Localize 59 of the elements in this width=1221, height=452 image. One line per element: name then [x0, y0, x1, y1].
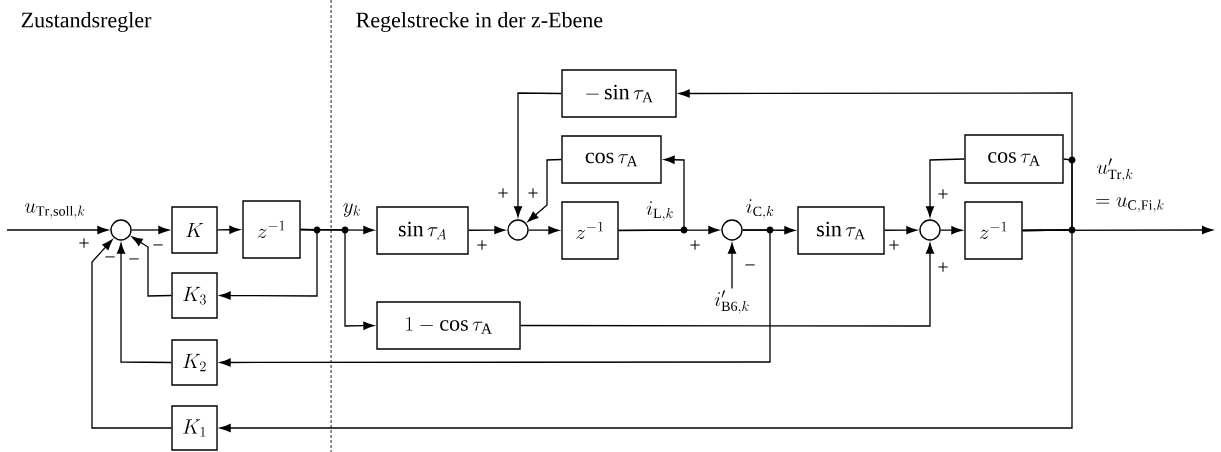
block-box: $K$ — [171, 206, 218, 254]
sign-label: + — [79, 238, 89, 248]
arrow — [513, 92, 562, 218]
summing-junction — [721, 219, 743, 241]
block-box: $1-\cos\tau_{\mathrm{A}}$ — [376, 301, 521, 350]
block-box: $z^{-1}$ — [561, 201, 619, 260]
arrow — [1022, 225, 1213, 235]
arrow — [91, 239, 172, 429]
arrow — [925, 158, 965, 218]
heading: Regelstrecke in der z-Ebene — [356, 12, 603, 32]
sign-label: − — [153, 244, 163, 246]
arrow — [300, 228, 375, 330]
arrow — [727, 242, 737, 290]
summing-junction — [110, 219, 132, 241]
heading: Zustandsregler — [21, 12, 152, 32]
block-box: $\sin\tau_{\mathrm{A}}$ — [797, 206, 885, 255]
signal-label: $y_k$ — [343, 203, 360, 217]
signal-label: $i_{\mathrm{L},k}$ — [646, 201, 673, 221]
sign-label: + — [498, 188, 508, 198]
arrow — [131, 236, 172, 297]
block-box: $K_2$ — [171, 339, 218, 386]
arrow — [528, 226, 560, 235]
sign-label: + — [938, 189, 948, 199]
arrow — [468, 226, 506, 235]
block-box: $z^{-1}$ — [964, 201, 1023, 260]
arrow — [217, 225, 241, 234]
sign-label: + — [690, 240, 700, 250]
arrow — [884, 226, 918, 235]
arrow — [219, 228, 318, 300]
block-box: $\cos\tau_{\mathrm{A}}$ — [561, 135, 662, 184]
sign-label: + — [889, 240, 899, 250]
signal-label: $i'_{\mathrm{B6},k}$ — [714, 290, 749, 314]
sign-label: − — [745, 264, 755, 266]
arrow — [219, 229, 1073, 433]
block-box: $K_3$ — [171, 272, 218, 319]
arrow — [131, 225, 170, 235]
arrow — [116, 242, 172, 364]
sign-label: − — [105, 256, 115, 258]
sign-label: + — [528, 188, 538, 198]
arrow — [940, 226, 963, 235]
signal-label: $i_{\mathrm{C},k}$ — [746, 199, 774, 219]
arrow — [219, 229, 771, 367]
arrow — [527, 158, 562, 222]
block-box: $\cos\tau_{\mathrm{A}}$ — [964, 134, 1064, 184]
arrow — [618, 226, 720, 235]
sign-label: + — [477, 240, 487, 250]
summing-junction — [919, 219, 941, 241]
signal-label: $u_{\mathrm{Tr,soll},k}$ — [25, 203, 85, 219]
block-box: $-\sin\tau_{\mathrm{A}}$ — [561, 69, 677, 118]
summing-junction — [507, 219, 529, 241]
block-box: $\sin\tau_A$ — [376, 206, 469, 255]
signal-label: $= u_{\mathrm{C,Fi},k}$ — [1096, 197, 1164, 213]
block-box: $K_1$ — [171, 405, 218, 451]
arrow — [520, 242, 935, 327]
arrow — [6, 225, 109, 235]
signal-label: $u'_{\mathrm{Tr},k}$ — [1097, 158, 1133, 182]
block-box: $z^{-1}$ — [242, 200, 301, 259]
sign-label: − — [129, 258, 139, 260]
sign-label: + — [938, 262, 948, 272]
